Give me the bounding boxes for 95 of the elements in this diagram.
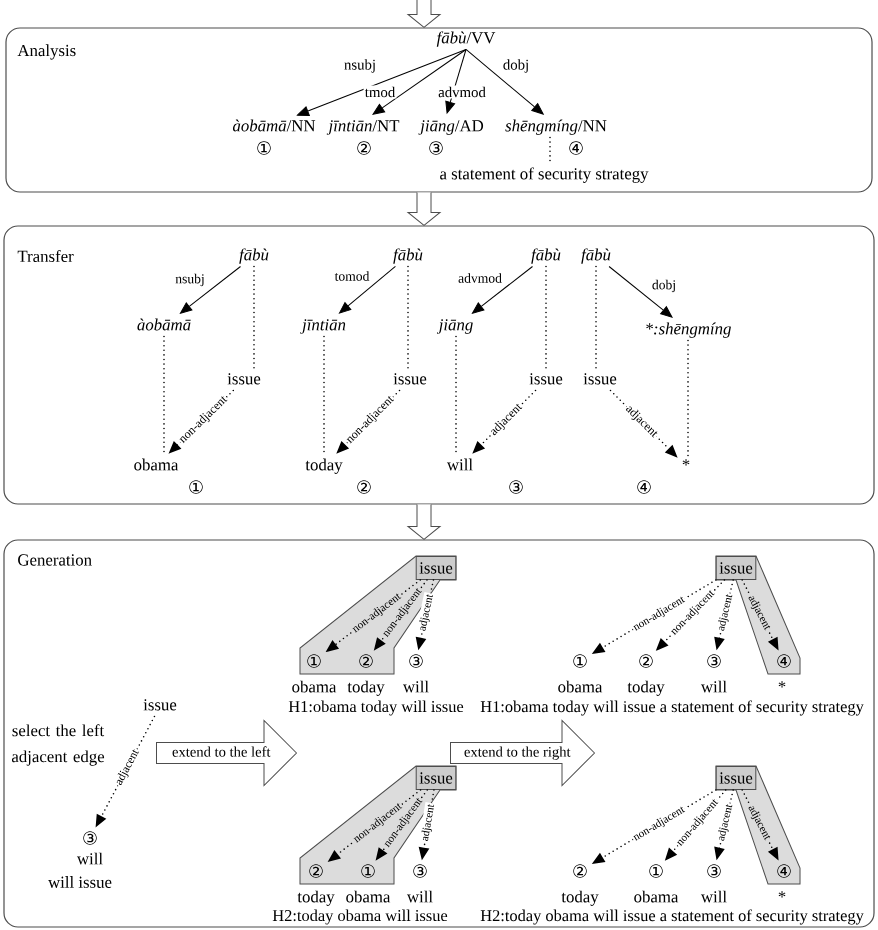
- word: today: [297, 890, 335, 906]
- arrow: [471, 266, 533, 314]
- word: obama: [634, 890, 679, 903]
- circled-number: ③: [707, 654, 721, 668]
- arrow: [372, 49, 467, 115]
- dotted-line: [687, 339, 689, 457]
- dotted-line: [549, 136, 551, 166]
- circled-number: ②: [573, 864, 587, 878]
- dotted-line: [595, 265, 597, 371]
- circled-number: ②: [357, 480, 371, 494]
- dotted-line: [545, 265, 547, 371]
- circled-number: ①: [361, 864, 375, 878]
- caption: H2:today obama will issue: [272, 909, 448, 925]
- circled-number: ①: [573, 654, 587, 668]
- tree-word: issue: [529, 373, 563, 385]
- circled-number: ④: [637, 480, 651, 494]
- word: obama: [558, 680, 603, 693]
- circled-number: ②: [639, 654, 653, 668]
- dotted-line: [163, 335, 165, 457]
- circled-number: ④: [569, 141, 583, 155]
- phrase-text: a statement of security strategy: [440, 167, 649, 183]
- word: today: [561, 890, 599, 906]
- caption: H1:obama today will issue: [288, 700, 464, 716]
- tree-word: issue: [583, 373, 617, 385]
- tree-word: jīntiān: [300, 319, 346, 334]
- circled-number: ③: [413, 864, 427, 878]
- panel-title: Analysis: [17, 44, 76, 60]
- tree-word: issue: [393, 373, 427, 385]
- word: will: [76, 852, 103, 865]
- word-box: issue: [715, 556, 757, 580]
- arrow: [338, 266, 396, 314]
- tree-word: jiāng: [436, 319, 473, 334]
- dotted-line: [253, 265, 255, 371]
- word: today: [627, 680, 665, 696]
- tree-word: *:shēngmíng: [646, 322, 731, 338]
- word: will: [700, 890, 727, 903]
- tree-word: jīntiān/NT: [326, 120, 400, 135]
- caption: H2:today obama will issue a statement of security strategy: [480, 909, 864, 925]
- arrow: [608, 266, 673, 318]
- word: *: [778, 891, 786, 898]
- arrow: [179, 266, 241, 314]
- circled-number: ③: [707, 864, 721, 878]
- circled-number: ②: [309, 864, 323, 878]
- word-box: issue: [415, 556, 457, 580]
- tree-word: issue: [227, 373, 261, 385]
- word: will: [700, 680, 727, 693]
- tree-word: fābù: [393, 248, 423, 264]
- word-box: issue: [415, 766, 457, 790]
- tree-word: today: [305, 458, 343, 474]
- circled-number: ①: [307, 654, 321, 668]
- circled-number: ③: [429, 141, 443, 155]
- arrow: [297, 49, 467, 116]
- word: will: [402, 680, 429, 693]
- word: will: [406, 890, 433, 903]
- tree-word: fābù: [581, 248, 611, 264]
- circled-number: ③: [409, 654, 423, 668]
- word: obama: [346, 890, 391, 903]
- circled-number: ①: [257, 141, 271, 155]
- caption: H1:obama today will issue a statement of security strategy: [480, 700, 864, 716]
- block-arrow: [407, 0, 441, 28]
- tree-word: fābù/VV: [436, 31, 496, 47]
- panel-title: Transfer: [17, 250, 74, 262]
- result-text: will issue: [48, 876, 112, 888]
- tree-word: jiāng/AD: [418, 120, 484, 135]
- arrow: [465, 49, 544, 115]
- tree-word: shēngmíng/NN: [505, 119, 607, 135]
- dotted-line: [407, 265, 409, 371]
- circled-number: ②: [357, 141, 371, 155]
- dotted-line: [323, 335, 325, 457]
- block-arrow: [407, 192, 441, 226]
- circled-number: ①: [649, 864, 663, 878]
- circled-number: ④: [777, 864, 791, 878]
- dotted-arrow: [472, 389, 537, 454]
- tree-word: fābù: [239, 248, 269, 264]
- tree-word: fābù: [531, 248, 561, 264]
- word-box: issue: [715, 766, 757, 790]
- panel-title: Generation: [18, 554, 92, 566]
- circled-number: ④: [777, 654, 791, 668]
- word: today: [347, 680, 385, 696]
- block-arrow: [407, 504, 441, 540]
- tree-word: obama: [134, 458, 179, 471]
- word: *: [778, 681, 786, 688]
- tree-word: issue: [143, 699, 177, 711]
- note-text: select the left adjacent edge: [11, 724, 105, 766]
- circled-number: ③: [83, 831, 97, 845]
- tree-word: *: [682, 459, 690, 466]
- circled-number: ②: [359, 654, 373, 668]
- tree-word: àobāmā: [137, 318, 191, 331]
- word: obama: [292, 680, 337, 693]
- circled-number: ③: [509, 480, 523, 494]
- arrow: [445, 49, 467, 114]
- tree-word: àobāmā/NN: [232, 119, 316, 132]
- tree-word: will: [446, 458, 473, 471]
- dotted-line: [455, 335, 457, 457]
- circled-number: ①: [189, 480, 203, 494]
